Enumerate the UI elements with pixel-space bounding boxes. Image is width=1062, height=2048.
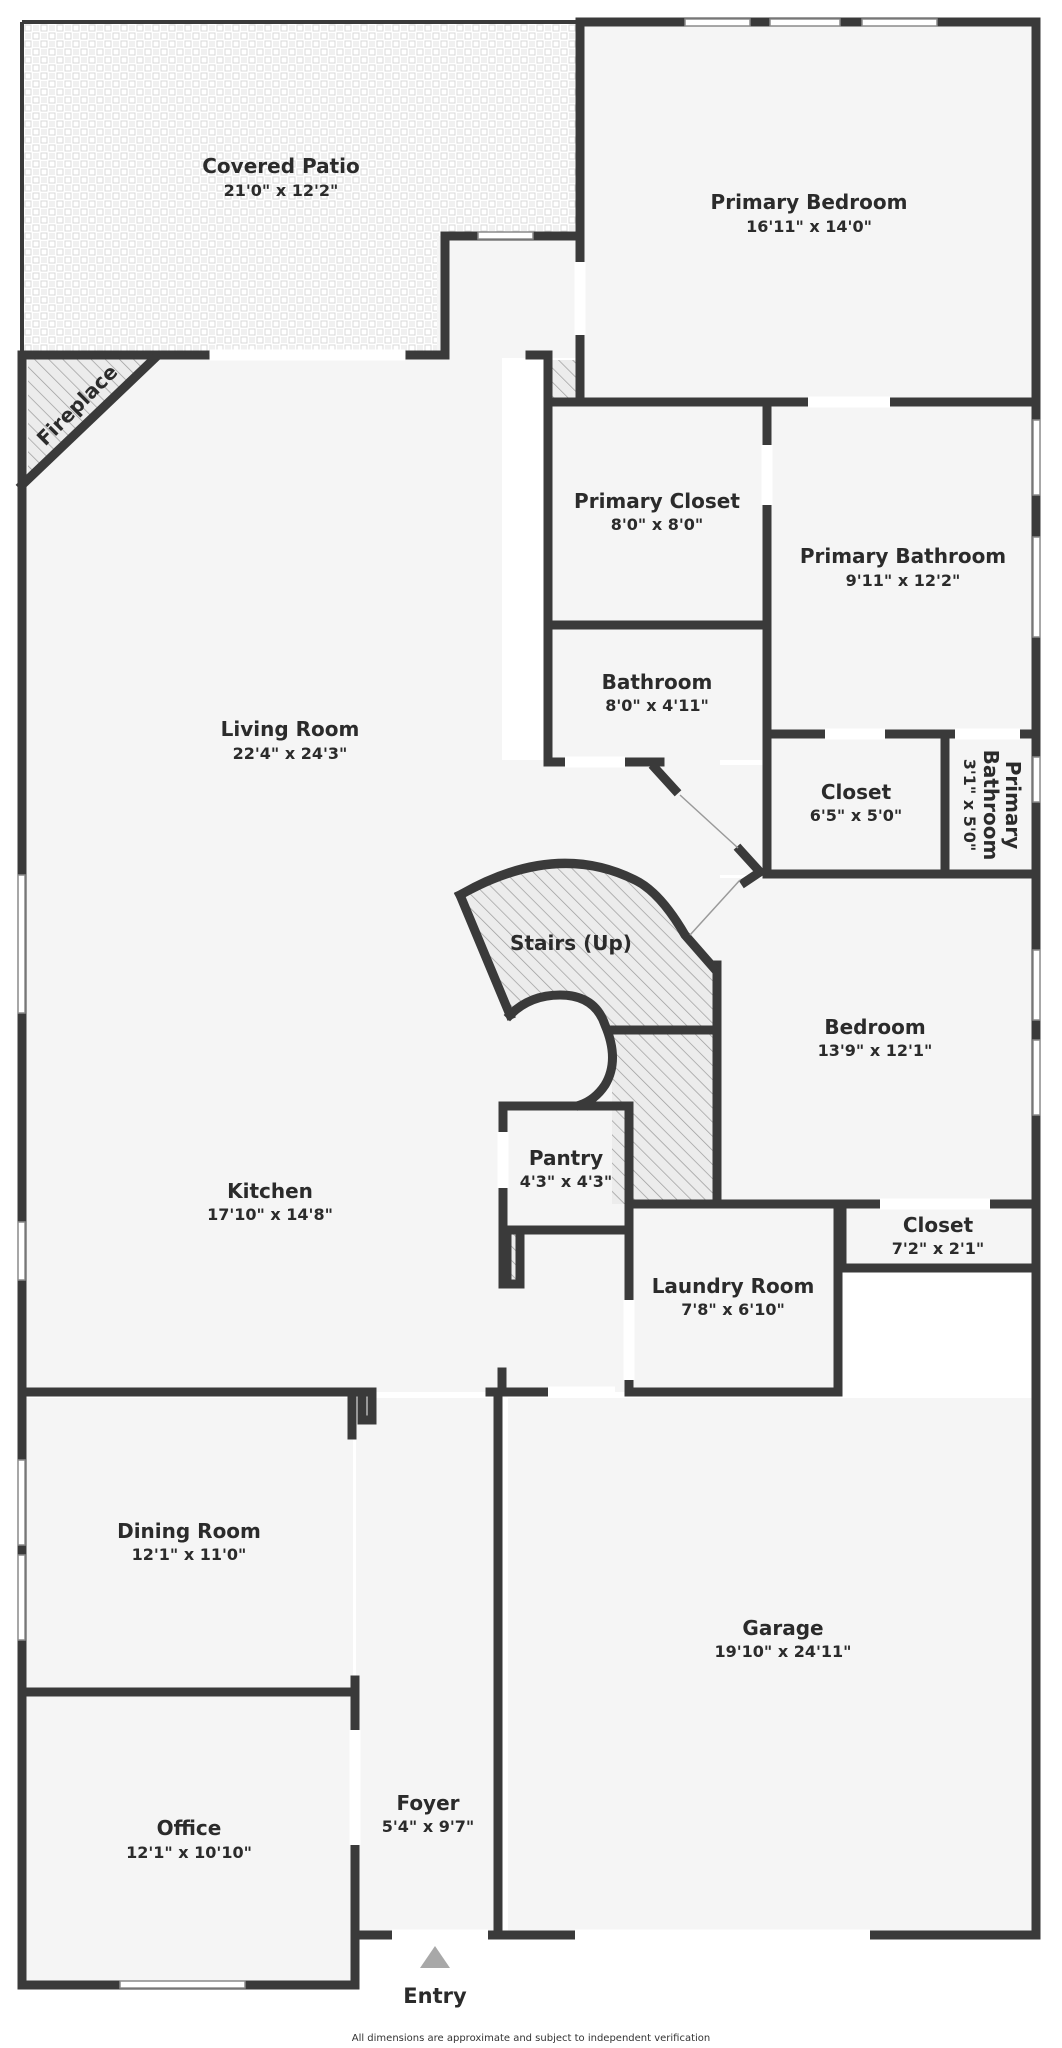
dining-floor bbox=[22, 1398, 353, 1690]
stairs-west bbox=[454, 889, 516, 1021]
primary-bedroom-floor bbox=[580, 22, 1036, 402]
window bbox=[119, 1980, 246, 1989]
pantry-dim: 4'3" x 4'3" bbox=[520, 1172, 612, 1191]
window bbox=[769, 18, 841, 27]
hall-diagonal-wall-2 bbox=[733, 843, 767, 889]
kitchen-south-box bbox=[357, 1387, 377, 1425]
laundry-room-label: Laundry Room bbox=[652, 1274, 815, 1298]
closet-a-dim: 6'5" x 5'0" bbox=[810, 806, 902, 825]
closet-b-wall bbox=[837, 1199, 1041, 1273]
closet-a-floor bbox=[770, 737, 942, 871]
pantry-wall bbox=[498, 1101, 634, 1397]
primary-bathroom-2-label-2: Bathroom bbox=[979, 750, 1003, 861]
hall-door-diagonal bbox=[679, 794, 739, 849]
window bbox=[17, 1221, 26, 1281]
hall-diagonal-wall bbox=[648, 761, 682, 797]
primary-closet-dim: 8'0" x 8'0" bbox=[611, 515, 703, 534]
bathroom-floor bbox=[548, 628, 764, 760]
window bbox=[1032, 1039, 1041, 1116]
pantry-column bbox=[502, 1225, 525, 1289]
garage-dim: 19'10" x 24'11" bbox=[715, 1642, 852, 1661]
window bbox=[861, 18, 938, 27]
primary-bathroom-dim: 9'11" x 12'2" bbox=[846, 571, 961, 590]
primary-bathroom-2-dim: 3'1" x 5'0" bbox=[960, 759, 979, 851]
primary-bedroom-label: Primary Bedroom bbox=[711, 190, 908, 214]
window bbox=[684, 18, 751, 27]
pantry-floor bbox=[507, 1110, 625, 1228]
disclaimer-footnote: All dimensions are approximate and subje… bbox=[352, 2033, 711, 2044]
garage-label: Garage bbox=[742, 1616, 823, 1640]
closet-a-label: Closet bbox=[821, 780, 892, 804]
office-label: Office bbox=[157, 1816, 222, 1840]
living-room-dim: 22'4" x 24'3" bbox=[233, 744, 348, 763]
bedroom-door-diagonal bbox=[689, 879, 741, 936]
laundry-room-dim: 7'8" x 6'10" bbox=[681, 1300, 785, 1319]
living-room-label: Living Room bbox=[221, 717, 360, 741]
primary-bathroom-2-label: Primary bbox=[1001, 761, 1025, 850]
living-kitchen-floor bbox=[22, 355, 502, 1392]
foyer-floor bbox=[356, 1398, 500, 1935]
vestibule-floor bbox=[437, 236, 577, 358]
room-labels: Covered Patio 21'0" x 12'2" Primary Bedr… bbox=[32, 154, 1025, 1862]
bathroom-label: Bathroom bbox=[602, 670, 713, 694]
foyer-label: Foyer bbox=[396, 1791, 459, 1815]
bedroom-dim: 13'9" x 12'1" bbox=[818, 1041, 933, 1060]
primary-bathroom-label: Primary Bathroom bbox=[800, 544, 1006, 568]
windows bbox=[17, 18, 1041, 1989]
stairs-inner bbox=[503, 990, 617, 1111]
window bbox=[17, 1554, 26, 1641]
dining-room-dim: 12'1" x 11'0" bbox=[132, 1545, 247, 1564]
office-floor bbox=[22, 1696, 353, 1984]
primary-bedroom-dim: 16'11" x 14'0" bbox=[746, 217, 872, 236]
garage-floor bbox=[508, 1398, 1036, 1935]
office-dim: 12'1" x 10'10" bbox=[126, 1843, 252, 1862]
stairs-outline bbox=[453, 858, 720, 974]
covered-patio-label: Covered Patio bbox=[202, 154, 360, 178]
stairs-label: Stairs (Up) bbox=[510, 931, 632, 955]
door-openings bbox=[210, 262, 1020, 1941]
bedroom-label: Bedroom bbox=[824, 1015, 925, 1039]
primary-closet-label: Primary Closet bbox=[574, 489, 740, 513]
closet-b-dim: 7'2" x 2'1" bbox=[892, 1239, 984, 1258]
primary-bathroom-2-floor bbox=[948, 737, 1036, 871]
entry-arrow-icon bbox=[420, 1946, 450, 1968]
bathroom-dim: 8'0" x 4'11" bbox=[605, 696, 709, 715]
stairs-hatch bbox=[460, 863, 713, 1030]
window bbox=[1032, 536, 1041, 638]
dining-room-label: Dining Room bbox=[117, 1519, 261, 1543]
primary-closet-floor bbox=[548, 406, 764, 622]
window bbox=[17, 874, 26, 1014]
window bbox=[17, 1459, 26, 1546]
kitchen-label: Kitchen bbox=[227, 1179, 313, 1203]
closet-b-label: Closet bbox=[903, 1213, 974, 1237]
window bbox=[1032, 756, 1041, 803]
bedroom-floor bbox=[717, 878, 1036, 1200]
closet-b-floor bbox=[842, 1208, 1036, 1268]
covered-patio-dim: 21'0" x 12'2" bbox=[224, 181, 339, 200]
window bbox=[1032, 949, 1041, 1021]
pantry-label: Pantry bbox=[529, 1146, 603, 1170]
laundry-floor bbox=[632, 1208, 838, 1392]
primary-bathroom-floor bbox=[770, 406, 1036, 731]
foyer-dim: 5'4" x 9'7" bbox=[382, 1817, 474, 1836]
window bbox=[1032, 419, 1041, 496]
entry-label: Entry bbox=[403, 1984, 467, 2008]
chase-hatch bbox=[548, 360, 578, 400]
kitchen-dim: 17'10" x 14'8" bbox=[207, 1205, 333, 1224]
closet-a-west-wall bbox=[762, 729, 1041, 879]
primary-bathroom-2-label-group: Primary Bathroom 3'1" x 5'0" bbox=[960, 750, 1025, 861]
fireplace-wall bbox=[15, 351, 162, 492]
window bbox=[477, 231, 534, 240]
